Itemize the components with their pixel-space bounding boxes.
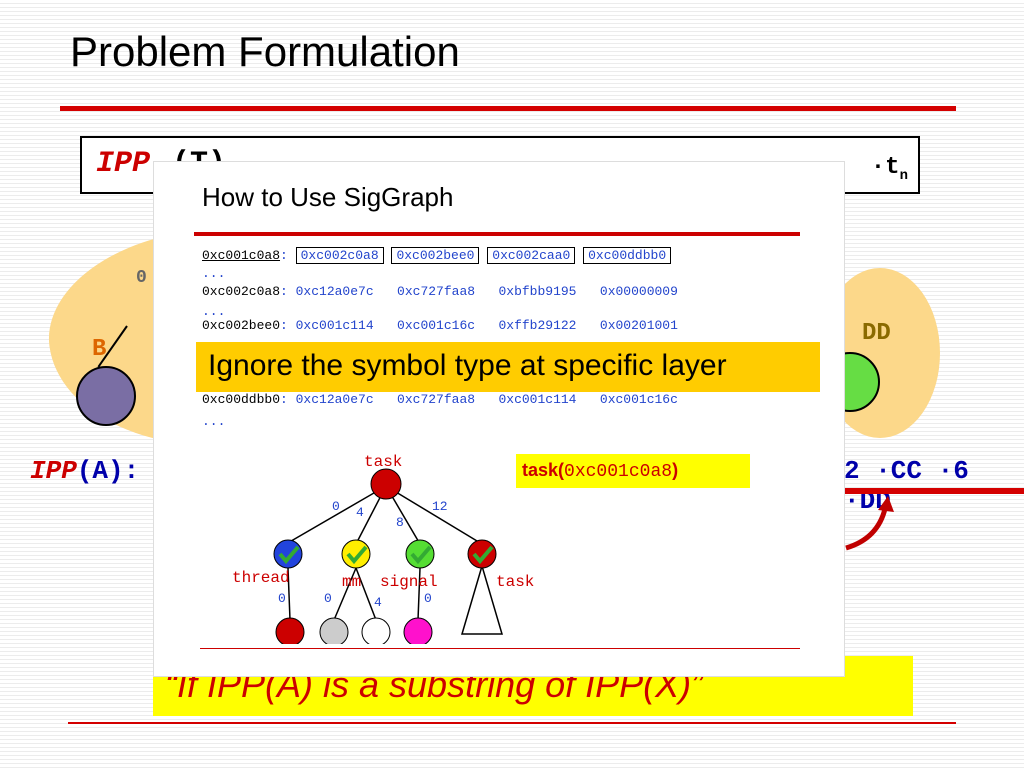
memory-address: 0xc002bee0: [202, 318, 281, 333]
bottom-divider: [68, 722, 956, 724]
offset-label: 0: [324, 591, 332, 606]
memory-value: 0xc727faa8: [397, 392, 476, 407]
popup-divider: [194, 232, 800, 236]
memory-value: 0xc727faa8: [397, 284, 476, 299]
memory-value: 0xc001c114: [295, 318, 374, 333]
slide-title: Problem Formulation: [70, 28, 460, 75]
memory-value: 0xc002caa0: [487, 247, 576, 264]
memory-value: 0xc12a0e7c: [295, 284, 374, 299]
task-call-arg: 0xc001c0a8: [564, 462, 673, 482]
popup-title: How to Use SigGraph: [202, 182, 454, 212]
tree-node-thread: [273, 539, 303, 569]
popup-bottom-divider: [200, 648, 800, 649]
memory-value: 0xbfbb9195: [498, 284, 577, 299]
memory-value: 0xc002bee0: [391, 247, 480, 264]
tree-child-label: signal: [380, 573, 438, 591]
memory-value: 0x00000009: [599, 284, 678, 299]
tree-child-label: mm: [342, 573, 361, 591]
offset-label: 8: [396, 515, 404, 530]
memory-address: 0xc00ddbb0: [202, 392, 281, 407]
offset-label: 4: [356, 505, 364, 520]
memory-ellipsis: ...: [202, 414, 226, 429]
memory-value: 0xc001c16c: [397, 318, 476, 333]
ipp-argument: (A):: [76, 456, 140, 486]
formula-tail-sub: n: [899, 167, 908, 184]
memory-value: 0xc002c0a8: [295, 247, 384, 264]
memory-value: 0xc001c114: [498, 392, 577, 407]
leaf-node: [275, 617, 305, 644]
memory-row: 0xc002c0a8: 0xc12a0e7c 0xc727faa8 0xbfbb…: [202, 284, 678, 299]
tree-child-label: thread: [232, 569, 290, 587]
subtree-triangle: [460, 563, 504, 635]
ipp-expression: IPP(A):: [30, 456, 139, 486]
memory-address: 0xc001c0a8: [202, 248, 281, 263]
memory-row: 0xc002bee0: 0xc001c114 0xc001c16c 0xffb2…: [202, 318, 678, 333]
leaf-node: [361, 617, 391, 644]
tree-node-task: [467, 539, 497, 569]
offset-label: 0: [332, 499, 340, 514]
task-call-name: task(: [522, 460, 565, 480]
memory-address: 0xc002c0a8: [202, 284, 281, 299]
check-mark-icon: [278, 545, 494, 565]
formula-keyword: IPP: [96, 147, 151, 181]
memory-value: 0xc12a0e7c: [295, 392, 374, 407]
leaf-node: [319, 617, 349, 644]
memory-value: 0xc001c16c: [599, 392, 678, 407]
type-tree-diagram: task 0 4 8 12 thread mm signal task 0 0 …: [232, 453, 534, 644]
title-divider: [60, 106, 956, 111]
memory-ellipsis: ...: [202, 266, 226, 281]
sequence-underline: [820, 488, 1024, 494]
formula-tail-text: ·t: [870, 154, 900, 181]
tree-node-mm: [341, 539, 371, 569]
formula-tail: ·tn: [871, 154, 908, 184]
memory-ellipsis: ...: [202, 304, 226, 319]
memory-row: 0xc001c0a8: 0xc002c0a8 0xc002bee0 0xc002…: [202, 247, 672, 264]
task-call: task(0xc001c0a8): [522, 460, 678, 482]
offset-label: 12: [432, 499, 448, 514]
memory-value: 0xc00ddbb0: [583, 247, 672, 264]
memory-value: 0x00201001: [599, 318, 678, 333]
edge-label: 0: [136, 268, 147, 288]
offset-label: 0: [278, 591, 286, 606]
node-b: [76, 366, 136, 426]
leaf-node: [403, 617, 433, 644]
memory-value: 0xffb29122: [498, 318, 577, 333]
banner-text: Ignore the symbol type at specific layer: [208, 349, 727, 382]
node-label-b: B: [92, 336, 107, 363]
task-call-box: task(0xc001c0a8): [516, 454, 750, 488]
node-label-dd: DD: [862, 320, 891, 347]
tree-node-root: [370, 468, 402, 500]
tree-root-label: task: [364, 453, 402, 471]
popup-panel: How to Use SigGraph 0xc001c0a8: 0xc002c0…: [154, 162, 844, 676]
highlight-banner: Ignore the symbol type at specific layer: [196, 342, 820, 392]
offset-label: 4: [374, 595, 382, 610]
memory-row: 0xc00ddbb0: 0xc12a0e7c 0xc727faa8 0xc001…: [202, 392, 678, 407]
tree-node-signal: [405, 539, 435, 569]
offset-label: 0: [424, 591, 432, 606]
tree-child-label: task: [496, 573, 534, 591]
curved-arrow-icon: [845, 496, 894, 551]
task-call-close: ): [672, 460, 679, 480]
ipp-keyword: IPP: [30, 456, 77, 486]
